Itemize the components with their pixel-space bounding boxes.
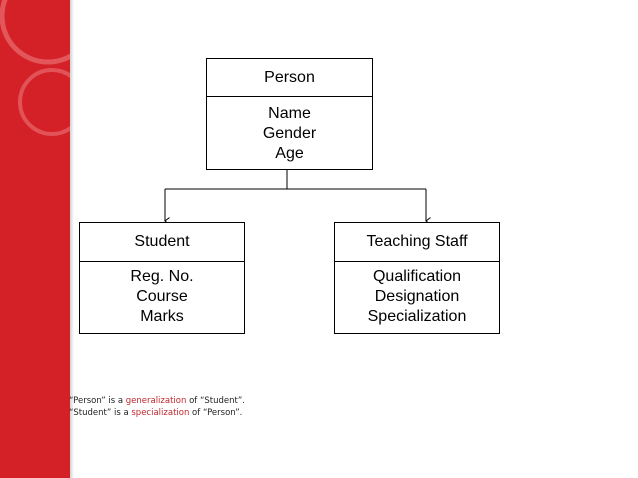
specialization-term: specialization bbox=[131, 408, 190, 418]
person-class-title: Person bbox=[207, 59, 372, 97]
teaching-staff-attributes: Qualification Designation Specialization bbox=[335, 261, 499, 333]
specialization-note: “Student” is a specialization of “Person… bbox=[69, 407, 245, 419]
teaching-staff-attribute: Qualification bbox=[372, 268, 462, 285]
student-attribute: Reg. No. bbox=[130, 268, 194, 285]
note-text: of “Person”. bbox=[189, 408, 243, 418]
teaching-staff-attribute: Specialization bbox=[367, 308, 467, 325]
person-attribute: Age bbox=[275, 144, 304, 162]
teaching-staff-class-box: Teaching Staff Qualification Designation… bbox=[334, 222, 500, 334]
person-class-box: Person Name Gender Age bbox=[206, 58, 373, 170]
caption-notes: “Person” is a generalization of “Student… bbox=[69, 395, 245, 419]
student-attribute: Marks bbox=[140, 308, 184, 325]
person-attribute: Name bbox=[268, 104, 311, 122]
person-attribute: Gender bbox=[262, 124, 317, 142]
student-class-title: Student bbox=[80, 223, 244, 262]
decorative-sidebar bbox=[0, 0, 70, 478]
sidebar-shadow bbox=[70, 0, 74, 478]
generalization-note: “Person” is a generalization of “Student… bbox=[69, 395, 245, 407]
student-class-box: Student Reg. No. Course Marks bbox=[79, 222, 245, 334]
teaching-staff-class-title: Teaching Staff bbox=[335, 223, 499, 262]
teaching-staff-attribute: Designation bbox=[374, 288, 460, 305]
student-attributes: Reg. No. Course Marks bbox=[80, 261, 244, 333]
note-text: of “Student”. bbox=[186, 396, 245, 406]
note-text: “Student” is a bbox=[69, 408, 132, 418]
student-attribute: Course bbox=[136, 288, 188, 305]
generalization-term: generalization bbox=[125, 396, 187, 406]
note-text: “Person” is a bbox=[69, 396, 126, 406]
sidebar-rings-decoration bbox=[0, 0, 70, 136]
person-attributes: Name Gender Age bbox=[207, 96, 372, 169]
